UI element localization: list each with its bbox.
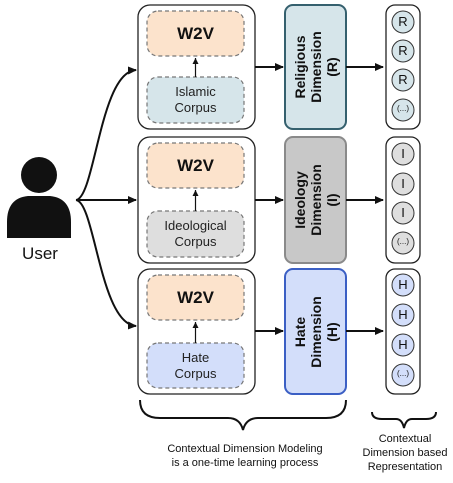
dimension-label-ideology: Ideology Dimension (I) <box>292 164 340 236</box>
dim-circle-religious-1 <box>391 10 415 34</box>
corpus-label-hate-line1: Hate <box>181 349 210 365</box>
dimension-label-hate: Hate Dimension (H) <box>292 296 340 368</box>
caption-modeling: Contextual Dimension Modeling is a one-t… <box>140 442 350 470</box>
dimension-label-hate-wrap: Hate Dimension (H) <box>285 269 346 394</box>
dim-circle-religious-more <box>391 98 415 122</box>
dimension-label-ideology-wrap: Ideology Dimension (I) <box>285 137 346 263</box>
dim-circle-ideology-3 <box>391 201 415 225</box>
circle-label-hate-3: H <box>398 337 408 352</box>
w2v-box-ideology <box>146 142 245 189</box>
w2v-box-religious <box>146 10 245 57</box>
representation-column-ideology <box>385 136 421 264</box>
dimension-label-ideology-line2: Dimension <box>307 164 324 236</box>
corpus-label-ideology-line2: Corpus <box>174 234 217 249</box>
circle-label-religious-1: R <box>398 14 408 29</box>
corpus-label-hate-line2: Corpus <box>174 365 217 381</box>
user-icon <box>7 157 71 238</box>
dimension-label-ideology-line3: (I) <box>323 193 340 207</box>
circle-label-hate-2: H <box>398 307 408 322</box>
circle-label-ideology-3: I <box>401 205 405 220</box>
representation-column-hate <box>385 268 421 395</box>
dim-circle-religious-3 <box>391 68 415 92</box>
dim-circle-ideology-more <box>391 231 415 255</box>
dim-circle-hate-3 <box>391 333 415 357</box>
circle-label-ideology-2: I <box>401 176 405 191</box>
dimension-label-hate-line1: Hate <box>291 316 308 347</box>
user-label: User <box>22 244 58 263</box>
circle-label-religious-more: (...) <box>397 104 409 113</box>
dimension-label-religious-line3: (R) <box>323 57 340 77</box>
w2v-box-hate <box>146 274 245 321</box>
dimension-label-religious-line2: Dimension <box>307 31 324 103</box>
caption-representation-line1: Contextual <box>378 433 432 445</box>
circle-label-religious-3: R <box>398 72 408 87</box>
w2v-label-hate: W2V <box>177 287 214 307</box>
circle-label-hate-1: H <box>398 277 408 292</box>
representation-column-religious <box>385 4 421 130</box>
caption-representation: Contextual Dimension based Representatio… <box>358 432 452 474</box>
dim-circle-hate-2 <box>391 303 415 327</box>
circle-label-ideology-more: (...) <box>397 237 409 246</box>
dim-circle-ideology-2 <box>391 172 415 196</box>
corpus-label-hate: Hate Corpus <box>147 343 244 388</box>
dimension-label-ideology-line1: Ideology <box>291 171 308 229</box>
circle-label-religious-2: R <box>398 43 408 58</box>
corpus-label-ideology-line1: Ideological <box>164 218 227 233</box>
w2v-label-religious: W2V <box>177 23 214 43</box>
corpus-label-ideology: Ideological Corpus <box>147 211 244 257</box>
dimension-label-religious-wrap: Religious Dimension (R) <box>285 5 346 129</box>
dim-circle-hate-more <box>391 363 415 387</box>
caption-representation-line2: Dimension based <box>362 447 448 459</box>
arrow-user-to-hate <box>75 199 137 330</box>
w2v-label-ideology: W2V <box>177 155 214 175</box>
caption-modeling-line2: is a one-time learning process <box>171 457 319 469</box>
corpus-label-religious-line1: Islamic <box>175 84 216 99</box>
dimension-label-religious-line1: Religious <box>291 35 308 99</box>
dim-circle-religious-2 <box>391 39 415 63</box>
dim-circle-hate-1 <box>391 273 415 297</box>
brace-modeling <box>139 399 347 431</box>
circle-label-ideology-1: I <box>401 146 405 161</box>
dim-circle-ideology-1 <box>391 142 415 166</box>
brace-representation <box>371 411 437 429</box>
corpus-label-religious-line2: Corpus <box>174 100 217 115</box>
caption-modeling-line1: Contextual Dimension Modeling <box>167 443 323 455</box>
caption-representation-line3: Representation <box>367 461 443 473</box>
corpus-label-religious: Islamic Corpus <box>147 77 244 123</box>
dimension-label-hate-line3: (H) <box>323 321 340 342</box>
dimension-label-religious: Religious Dimension (R) <box>292 31 340 103</box>
dimension-label-hate-line2: Dimension <box>307 295 324 368</box>
arrow-user-to-religious <box>75 66 137 201</box>
circle-label-hate-more: (...) <box>397 369 409 378</box>
